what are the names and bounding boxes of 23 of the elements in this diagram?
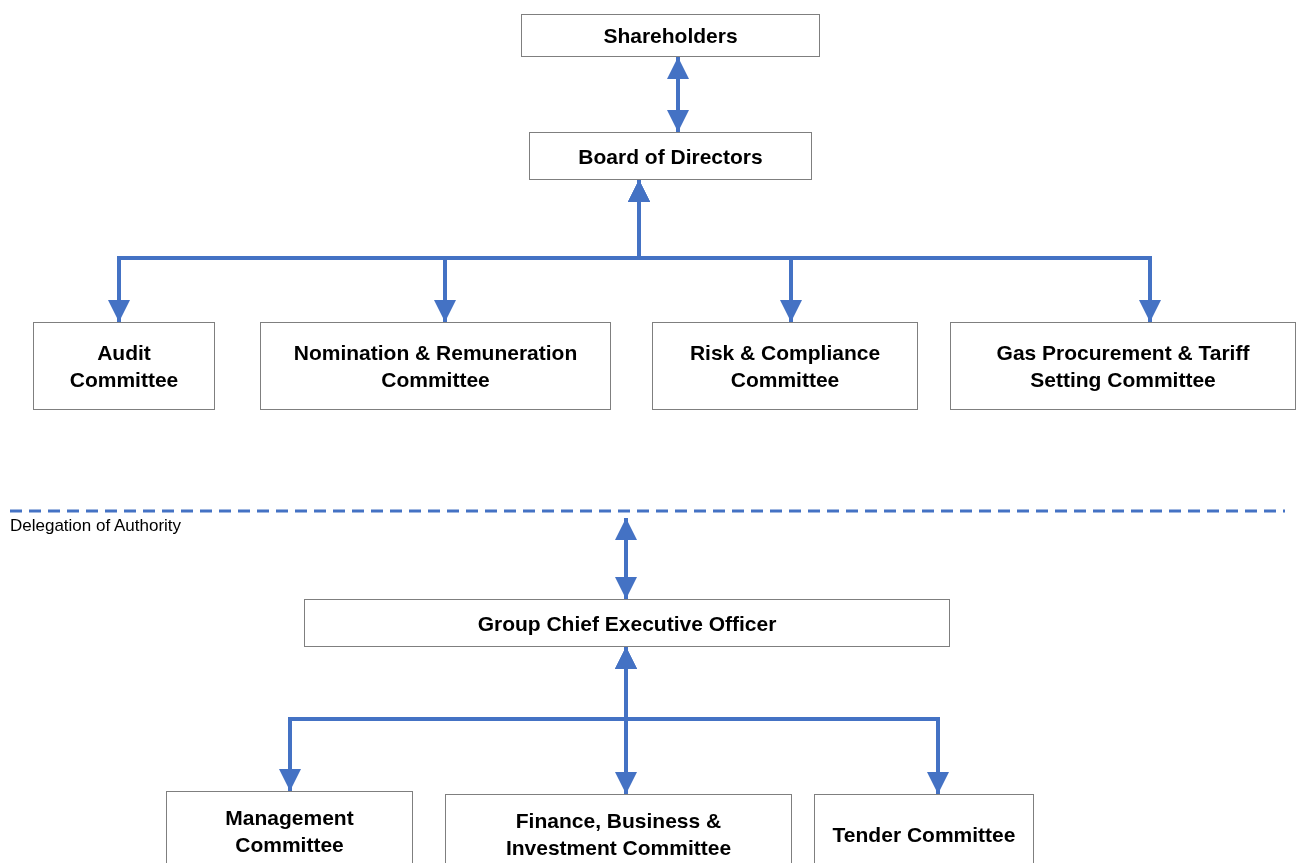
double-arrow bbox=[615, 518, 637, 599]
box-label: Tender Committee bbox=[832, 821, 1016, 848]
org-box bbox=[529, 132, 812, 180]
org-box bbox=[445, 794, 792, 863]
org-box bbox=[260, 322, 611, 410]
box-label: Shareholders bbox=[603, 23, 738, 49]
divider-label: Delegation of Authority bbox=[10, 516, 182, 536]
org-box bbox=[950, 322, 1296, 410]
box-label: Nomination & Remuneration Committee bbox=[292, 340, 579, 393]
org-box bbox=[521, 14, 820, 57]
box-label: Finance, Business & Investment Committee bbox=[504, 808, 733, 861]
double-arrow bbox=[667, 57, 689, 132]
org-box bbox=[166, 791, 413, 863]
org-box bbox=[304, 599, 950, 647]
box-label: Board of Directors bbox=[578, 143, 763, 170]
org-box bbox=[814, 794, 1034, 863]
org-box bbox=[652, 322, 918, 410]
box-label: Risk & Compliance Committee bbox=[688, 340, 882, 393]
box-label: Gas Procurement & Tariff Setting Committee bbox=[995, 340, 1251, 393]
org-box bbox=[33, 322, 215, 410]
box-label: Management Committee bbox=[224, 805, 355, 858]
box-label: Group Chief Executive Officer bbox=[477, 610, 777, 637]
box-label: Audit Committee bbox=[68, 340, 180, 393]
